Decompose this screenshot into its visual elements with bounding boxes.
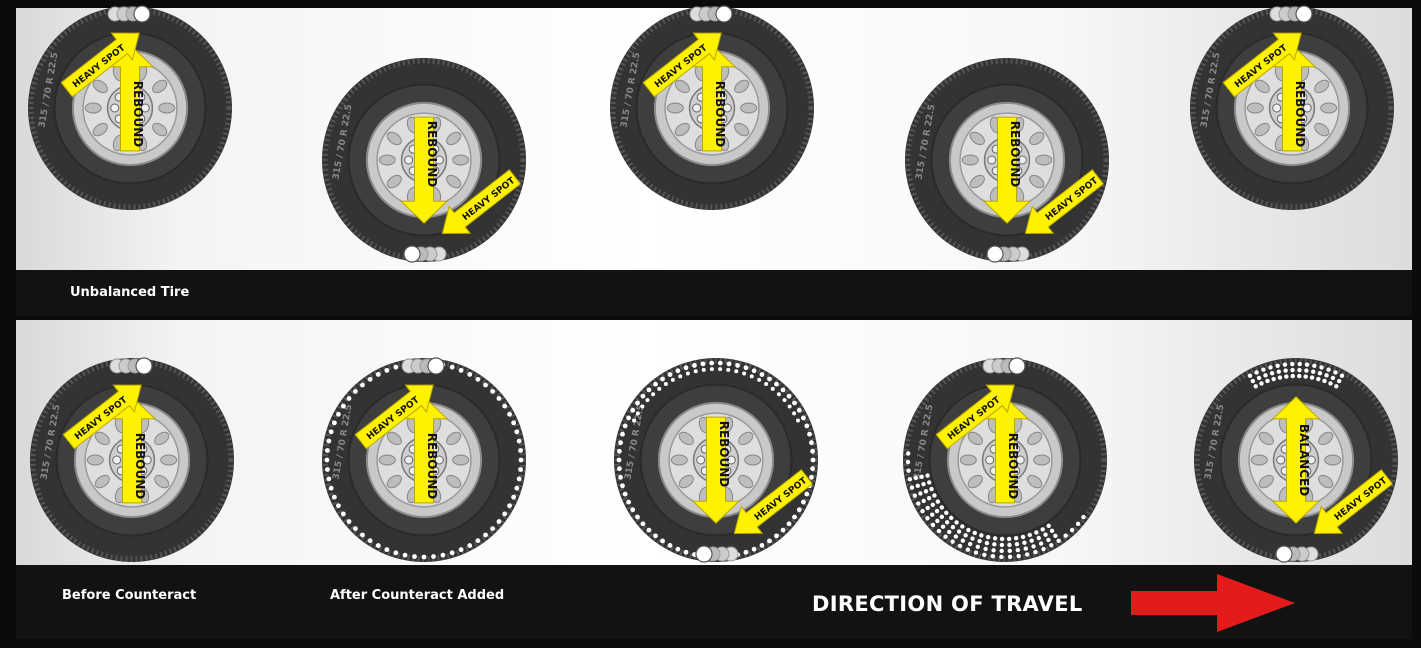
unbalanced-tire-caption: Unbalanced Tire [70, 285, 189, 300]
heavy-spot-marker [134, 6, 150, 22]
heavy-spot-marker [716, 6, 732, 22]
heavy-spot-marker [987, 246, 1003, 262]
heavy-spot-marker [404, 246, 420, 262]
heavy-spot-marker [428, 358, 444, 374]
heavy-spot-marker [696, 546, 712, 562]
rebound-label: REBOUND [1293, 81, 1307, 148]
rebound-label: REBOUND [131, 81, 145, 148]
after-counteract-caption: After Counteract Added [330, 588, 504, 603]
rebound-label: BALANCED [1297, 424, 1311, 496]
heavy-spot-marker [1296, 6, 1312, 22]
rebound-label: REBOUND [425, 121, 439, 188]
rebound-label: REBOUND [133, 433, 147, 500]
rebound-label: REBOUND [713, 81, 727, 148]
rebound-label: REBOUND [1006, 433, 1020, 500]
top-caption-bar [16, 270, 1412, 316]
rebound-label: REBOUND [425, 433, 439, 500]
rebound-label: REBOUND [717, 421, 731, 488]
direction-of-travel-label: DIRECTION OF TRAVEL [812, 592, 1083, 616]
heavy-spot-marker [136, 358, 152, 374]
rebound-label: REBOUND [1008, 121, 1022, 188]
heavy-spot-marker [1276, 546, 1292, 562]
heavy-spot-marker [1009, 358, 1025, 374]
before-counteract-caption: Before Counteract [62, 588, 196, 603]
direction-arrow-icon [1125, 570, 1300, 636]
